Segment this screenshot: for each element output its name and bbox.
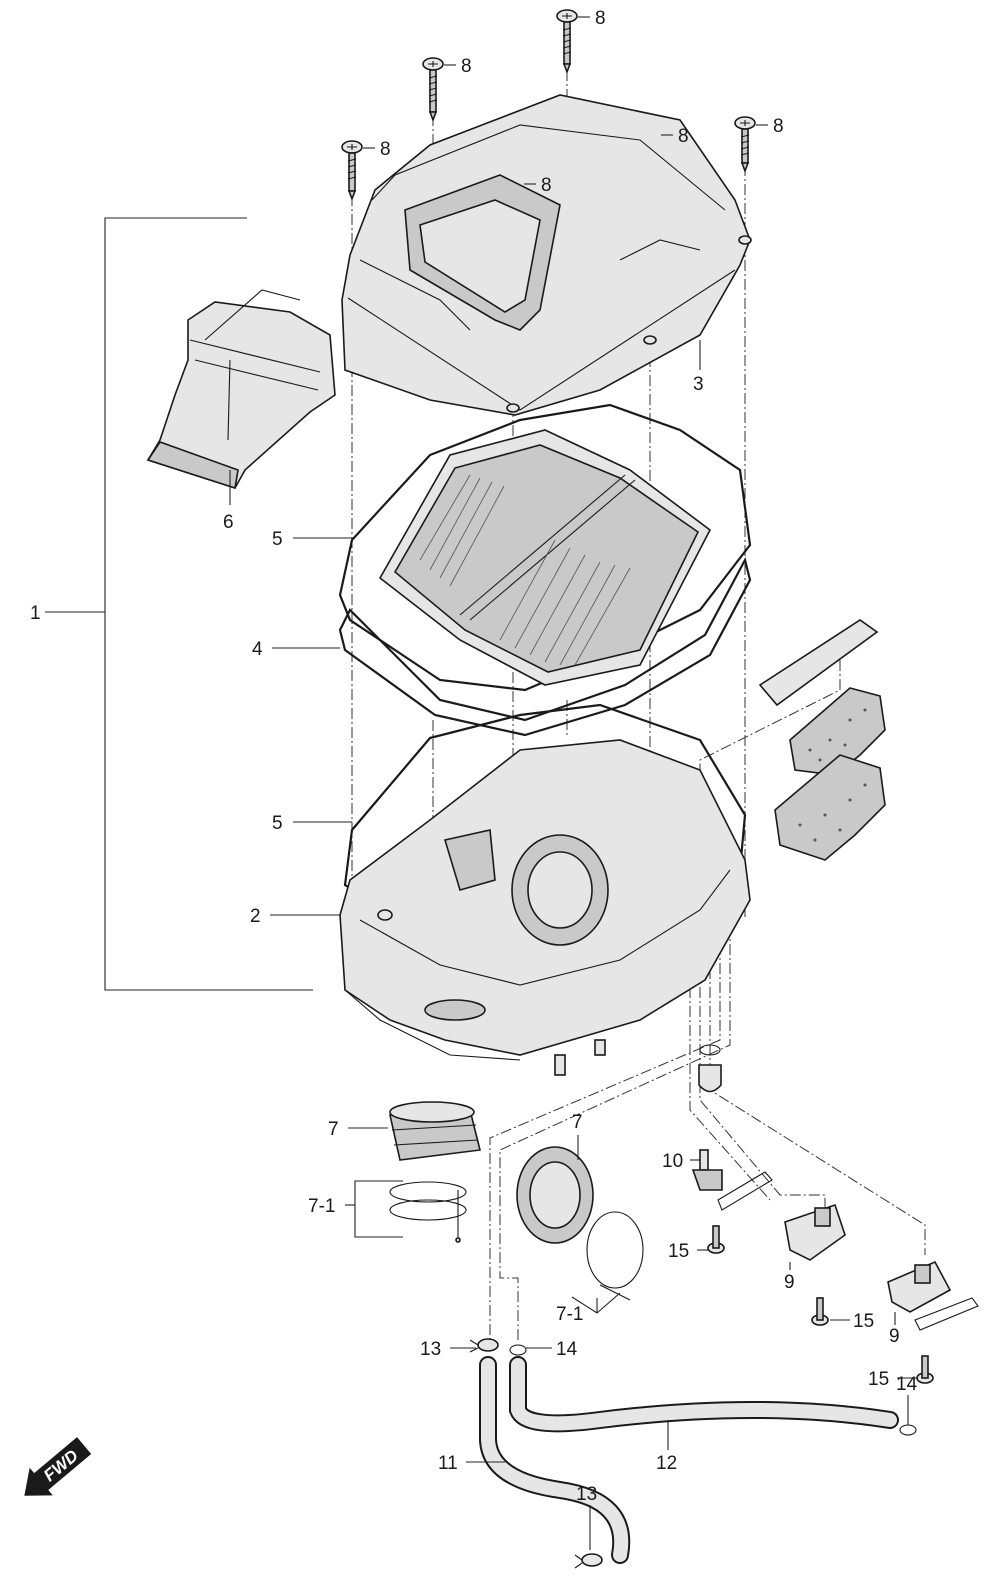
callout-9: 9	[889, 1326, 900, 1347]
clip-icon	[574, 1553, 603, 1569]
sensor-left	[784, 1203, 846, 1261]
screw-icon	[734, 116, 756, 174]
foam-filters	[758, 619, 886, 861]
clip-icon	[899, 1424, 917, 1436]
callout-3: 3	[693, 374, 704, 395]
fwd-arrow-icon: FWD	[24, 1437, 92, 1496]
pin-part	[691, 1149, 773, 1211]
callout-13: 13	[420, 1339, 441, 1360]
callout-7: 7	[328, 1119, 339, 1140]
gasket-upper	[338, 403, 752, 692]
drain-plug	[698, 1044, 722, 1093]
callout-8: 8	[678, 126, 689, 147]
bolt-icon	[811, 1297, 829, 1326]
callout-4: 4	[252, 639, 263, 660]
callout-6: 6	[223, 512, 234, 533]
joint-center	[516, 1146, 594, 1244]
callout-8: 8	[541, 175, 552, 196]
callout-10: 10	[662, 1151, 683, 1172]
callout-1: 1	[30, 603, 41, 624]
joint-left	[389, 1101, 481, 1161]
callout-13: 13	[576, 1484, 597, 1505]
callout-labels: 8 8 8 8 8 8 3 6 5 4 1 5 2 7 7-1 7 10 15 …	[30, 8, 918, 1505]
callout-8: 8	[461, 56, 472, 77]
callout-15: 15	[668, 1241, 689, 1262]
upper-case	[341, 94, 752, 416]
callout-15: 15	[868, 1369, 889, 1390]
callout-7: 7	[572, 1112, 583, 1133]
callout-8: 8	[595, 8, 606, 29]
lower-case	[339, 739, 751, 1076]
screw-icon	[422, 57, 444, 123]
filter-element	[378, 429, 712, 686]
callout-2: 2	[250, 906, 261, 927]
callout-15: 15	[853, 1311, 874, 1332]
callout-7-1: 7-1	[308, 1196, 335, 1217]
screw-icon	[341, 140, 363, 202]
callout-7-1: 7-1	[556, 1304, 583, 1325]
callout-5: 5	[272, 813, 283, 834]
screw-icon	[556, 9, 578, 75]
callout-12: 12	[656, 1453, 677, 1474]
assembly-bracket	[45, 217, 313, 991]
callout-9: 9	[784, 1272, 795, 1293]
band-left	[389, 1181, 467, 1243]
band-center	[586, 1211, 644, 1301]
leader-lines	[229, 16, 918, 1550]
sensor-right	[887, 1260, 979, 1331]
bolt-icon	[707, 1225, 725, 1254]
clip-icon	[469, 1338, 499, 1353]
callout-11: 11	[438, 1453, 458, 1474]
callout-5: 5	[272, 529, 283, 550]
callout-8: 8	[380, 139, 391, 160]
hose-11	[479, 1356, 631, 1564]
callout-14: 14	[896, 1374, 918, 1395]
clip-icon	[509, 1344, 527, 1356]
bolt-icon	[916, 1355, 934, 1384]
hose-12	[509, 1356, 899, 1433]
callout-8: 8	[773, 116, 784, 137]
callout-14: 14	[556, 1339, 578, 1360]
intake-duct	[146, 289, 336, 490]
gasket-middle	[338, 556, 752, 737]
